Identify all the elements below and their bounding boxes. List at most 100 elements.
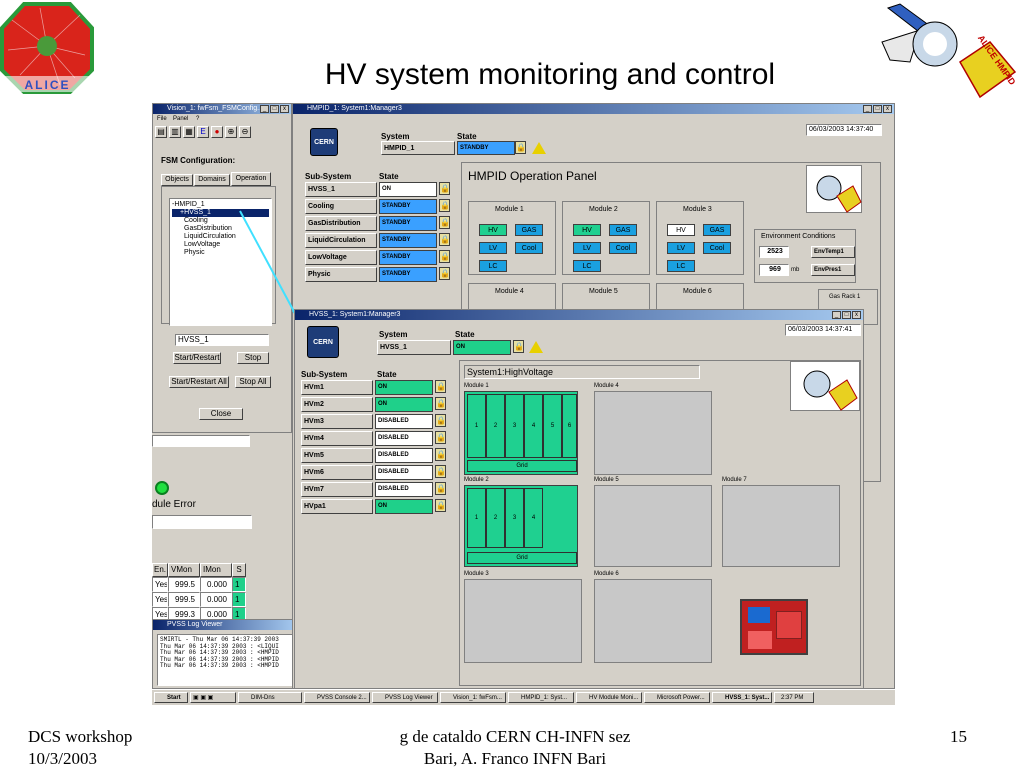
- subsystem-state-hvm5[interactable]: DISABLED: [375, 448, 433, 463]
- minimize-icon[interactable]: _: [832, 311, 841, 319]
- system-state[interactable]: STANDBY: [457, 141, 515, 155]
- subsystem-row-lowvoltage[interactable]: LowVoltage: [305, 250, 377, 265]
- lock-icon[interactable]: 🔒: [439, 199, 450, 212]
- taskbar-item[interactable]: HVSS_1: Syst...: [712, 692, 772, 703]
- channel-cell[interactable]: 3: [505, 394, 524, 458]
- system-state[interactable]: ON: [453, 340, 511, 355]
- open-icon[interactable]: ▤: [155, 126, 167, 138]
- lock-icon[interactable]: 🔒: [435, 499, 446, 512]
- channel-cell[interactable]: 2: [486, 394, 505, 458]
- subsystem-state-hvm3[interactable]: DISABLED: [375, 414, 433, 429]
- gas-button[interactable]: GAS: [515, 224, 543, 236]
- env-press-label[interactable]: EnvPres1: [811, 264, 855, 276]
- zoom-out-icon[interactable]: ⊖: [239, 126, 251, 138]
- lock-icon[interactable]: 🔒: [435, 397, 446, 410]
- subsystem-state-hvss[interactable]: ON: [379, 182, 437, 197]
- lock-icon[interactable]: 🔒: [439, 182, 450, 195]
- fsm-window-titlebar[interactable]: Vision_1: fwFsm_FSMConfig... _□x: [153, 104, 291, 114]
- lc-button[interactable]: LC: [667, 260, 695, 272]
- warning-icon[interactable]: [529, 341, 543, 353]
- quicklaunch[interactable]: ▣ ▣ ▣: [190, 692, 236, 703]
- lock-icon[interactable]: 🔒: [439, 216, 450, 229]
- lock-icon[interactable]: 🔒: [439, 250, 450, 263]
- subsystem-row-liquidcirculation[interactable]: LiquidCirculation: [305, 233, 377, 248]
- tab-objects[interactable]: Objects: [161, 174, 193, 186]
- subsystem-row-hvm7[interactable]: HVm7: [301, 482, 373, 497]
- subsystem-row-hvm6[interactable]: HVm6: [301, 465, 373, 480]
- subsystem-row-hvm4[interactable]: HVm4: [301, 431, 373, 446]
- tree-item-cooling[interactable]: Cooling: [184, 217, 208, 224]
- panel-icon[interactable]: ▦: [183, 126, 195, 138]
- channel-cell[interactable]: 4: [524, 394, 543, 458]
- module-icon[interactable]: ●: [211, 126, 223, 138]
- grid-cell[interactable]: Grid: [467, 460, 577, 472]
- tab-operation[interactable]: Operation: [231, 172, 271, 186]
- subsystem-state-hvm2[interactable]: ON: [375, 397, 433, 412]
- lock-icon[interactable]: 🔒: [513, 340, 524, 353]
- lock-icon[interactable]: 🔒: [435, 465, 446, 478]
- taskbar-item[interactable]: PVSS Console 2...: [304, 692, 370, 703]
- lc-button[interactable]: LC: [479, 260, 507, 272]
- menu-help[interactable]: ?: [196, 116, 200, 122]
- tree-item-gasdistribution[interactable]: GasDistribution: [184, 225, 232, 232]
- subsystem-row-hvm2[interactable]: HVm2: [301, 397, 373, 412]
- lock-icon[interactable]: 🔒: [439, 267, 450, 280]
- subsystem-state-hvm4[interactable]: DISABLED: [375, 431, 433, 446]
- warning-icon[interactable]: [532, 142, 546, 154]
- gas-button[interactable]: GAS: [703, 224, 731, 236]
- close-icon[interactable]: x: [852, 311, 861, 319]
- subsystem-row-gasdistribution[interactable]: GasDistribution: [305, 216, 377, 231]
- subsystem-row-hvm5[interactable]: HVm5: [301, 448, 373, 463]
- hv-button[interactable]: HV: [573, 224, 601, 236]
- minimize-icon[interactable]: _: [863, 105, 872, 113]
- tree-item-physic[interactable]: Physic: [184, 249, 205, 256]
- channel-cell[interactable]: 1: [467, 394, 486, 458]
- subsystem-state-hvm1[interactable]: ON: [375, 380, 433, 395]
- lc-button[interactable]: LC: [573, 260, 601, 272]
- channel-cell[interactable]: 2: [486, 488, 505, 548]
- lv-button[interactable]: LV: [667, 242, 695, 254]
- subsystem-state-cooling[interactable]: STANDBY: [379, 199, 437, 214]
- start-restart-button[interactable]: Start/Restart: [173, 352, 221, 364]
- subsystem-state-hvm6[interactable]: DISABLED: [375, 465, 433, 480]
- close-button[interactable]: Close: [199, 408, 243, 420]
- channel-cell[interactable]: 4: [524, 488, 543, 548]
- subsystem-state-hvpa1[interactable]: ON: [375, 499, 433, 514]
- taskbar-item[interactable]: Vision_1: fwFsm...: [440, 692, 506, 703]
- cool-button[interactable]: Cool: [609, 242, 637, 254]
- subsystem-state-liquidcirculation[interactable]: STANDBY: [379, 233, 437, 248]
- edit-icon[interactable]: E: [197, 126, 209, 138]
- lock-icon[interactable]: 🔒: [435, 448, 446, 461]
- col-header-en[interactable]: En.: [152, 563, 168, 577]
- subsystem-state-hvm7[interactable]: DISABLED: [375, 482, 433, 497]
- tree-item-hvss[interactable]: +HVSS_1: [172, 209, 269, 217]
- maximize-icon[interactable]: □: [873, 105, 882, 113]
- cool-button[interactable]: Cool: [515, 242, 543, 254]
- hv-button[interactable]: HV: [667, 224, 695, 236]
- hv-module-2[interactable]: 1 2 3 4 Grid: [464, 485, 578, 567]
- taskbar-item[interactable]: HMPID_1: Syst...: [508, 692, 574, 703]
- close-icon[interactable]: x: [883, 105, 892, 113]
- close-icon[interactable]: x: [280, 105, 289, 113]
- lv-button[interactable]: LV: [479, 242, 507, 254]
- lock-icon[interactable]: 🔒: [515, 141, 526, 154]
- col-header-imon[interactable]: IMon: [200, 563, 232, 577]
- lv-button[interactable]: LV: [573, 242, 601, 254]
- taskbar-item[interactable]: HV Module Moni...: [576, 692, 642, 703]
- maximize-icon[interactable]: □: [842, 311, 851, 319]
- cool-button[interactable]: Cool: [703, 242, 731, 254]
- taskbar-item[interactable]: PVSS Log Viewer: [372, 692, 438, 703]
- subsystem-row-cooling[interactable]: Cooling: [305, 199, 377, 214]
- channel-cell[interactable]: 6: [562, 394, 577, 458]
- hv-module-1[interactable]: 1 2 3 4 5 6 Grid: [464, 391, 578, 475]
- subsystem-row-hvpa1[interactable]: HVpa1: [301, 499, 373, 514]
- hv-module-4[interactable]: [594, 391, 712, 475]
- channel-cell[interactable]: 1: [467, 488, 486, 548]
- col-header-vmon[interactable]: VMon: [168, 563, 200, 577]
- selected-node-field[interactable]: HVSS_1: [175, 334, 269, 346]
- tree-item-hmpid[interactable]: -HMPID_1: [172, 201, 205, 208]
- hvss-window-titlebar[interactable]: HVSS_1: System1:Manager3 _□x: [295, 310, 863, 320]
- minimize-icon[interactable]: _: [260, 105, 269, 113]
- col-header-s[interactable]: S: [232, 563, 246, 577]
- subsystem-state-physic[interactable]: STANDBY: [379, 267, 437, 282]
